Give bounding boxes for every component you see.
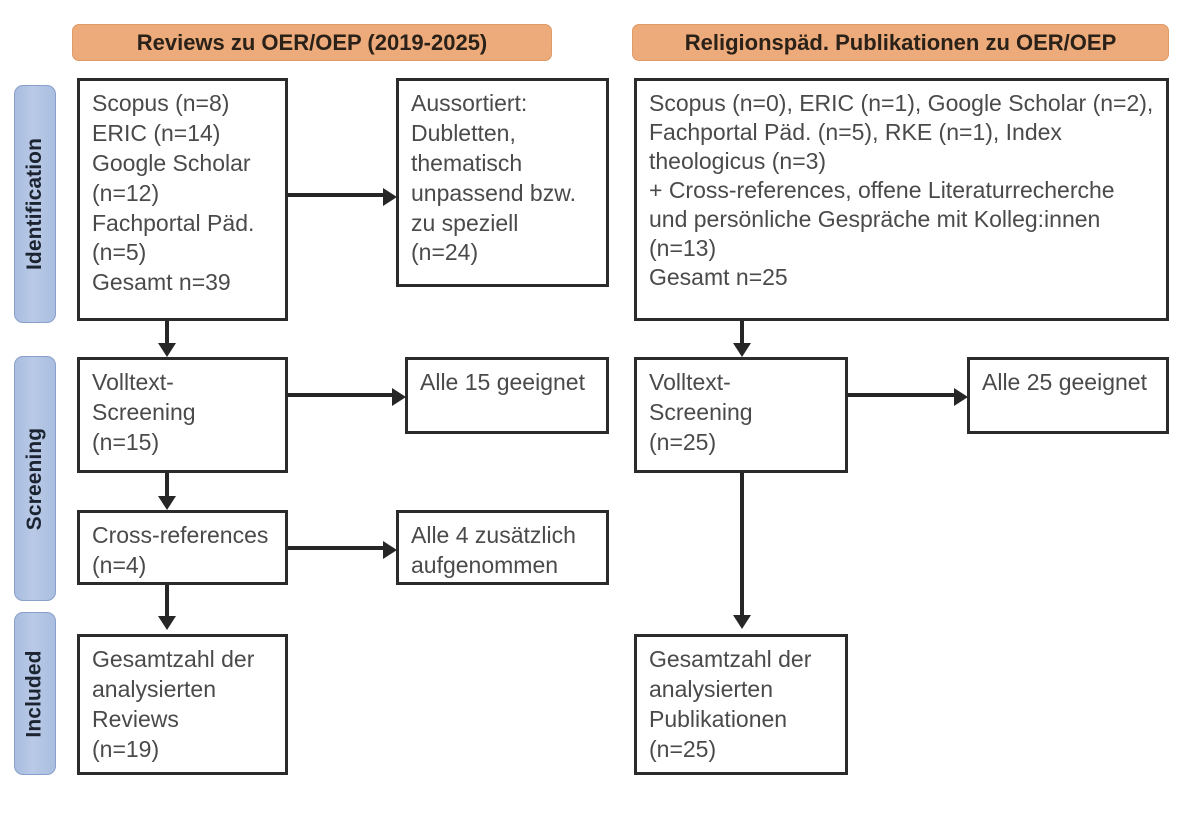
phase-label-identification: Identification [23,137,47,271]
connector-left-crossrefs-to-total [165,585,169,622]
box-left-identification-sources: Scopus (n=8) ERIC (n=14) Google Scholar … [77,78,288,321]
arrowhead-left-sources-to-screening [158,343,176,357]
connector-left-sources-to-excluded [288,193,383,197]
arrowhead-left-crossrefs-to-total [158,616,176,630]
phase-label-screening: Screening [23,427,46,530]
phase-pill-included: Included [14,612,56,775]
box-left-cross-references: Cross-references (n=4) [77,510,288,585]
arrowhead-left-screening-to-eligible [392,388,406,406]
box-right-all-eligible: Alle 25 geeignet [967,357,1169,434]
connector-left-screening-to-eligible [288,393,392,397]
connector-right-screening-to-eligible [848,393,954,397]
arrowhead-left-screening-to-crossrefs [158,496,176,510]
box-left-cross-included: Alle 4 zusätzlich aufgenommen [396,510,609,585]
arrowhead-right-screening-to-eligible [954,388,968,406]
phase-label-included: Included [23,649,47,738]
column-header-reviews: Reviews zu OER/OEP (2019-2025) [72,24,552,61]
arrowhead-right-screening-to-total [733,615,751,629]
connector-right-sources-to-screening [740,321,744,350]
column-header-religionspaed: Religionspäd. Publikationen zu OER/OEP [632,24,1169,61]
connector-left-screening-to-crossrefs [165,473,169,503]
box-right-total-included: Gesamtzahl der analysierten Publikatione… [634,634,848,775]
arrowhead-left-sources-to-excluded [383,188,397,206]
box-left-excluded: Aussortiert: Dubletten, thematisch unpas… [396,78,609,287]
connector-left-crossrefs-to-included [288,546,383,550]
arrowhead-right-sources-to-screening [733,343,751,357]
box-left-total-included: Gesamtzahl der analysierten Reviews (n=1… [77,634,288,775]
box-right-fulltext-screening: Volltext- Screening (n=25) [634,357,848,473]
box-right-identification-sources: Scopus (n=0), ERIC (n=1), Google Scholar… [634,78,1169,321]
box-left-all-eligible: Alle 15 geeignet [405,357,609,434]
phase-pill-screening: Screening [14,356,56,601]
connector-right-screening-to-total [740,473,744,621]
phase-pill-identification: Identification [14,85,56,323]
box-left-fulltext-screening: Volltext- Screening (n=15) [77,357,288,473]
arrowhead-left-crossrefs-to-included [383,541,397,559]
connector-left-sources-to-screening [165,321,169,350]
